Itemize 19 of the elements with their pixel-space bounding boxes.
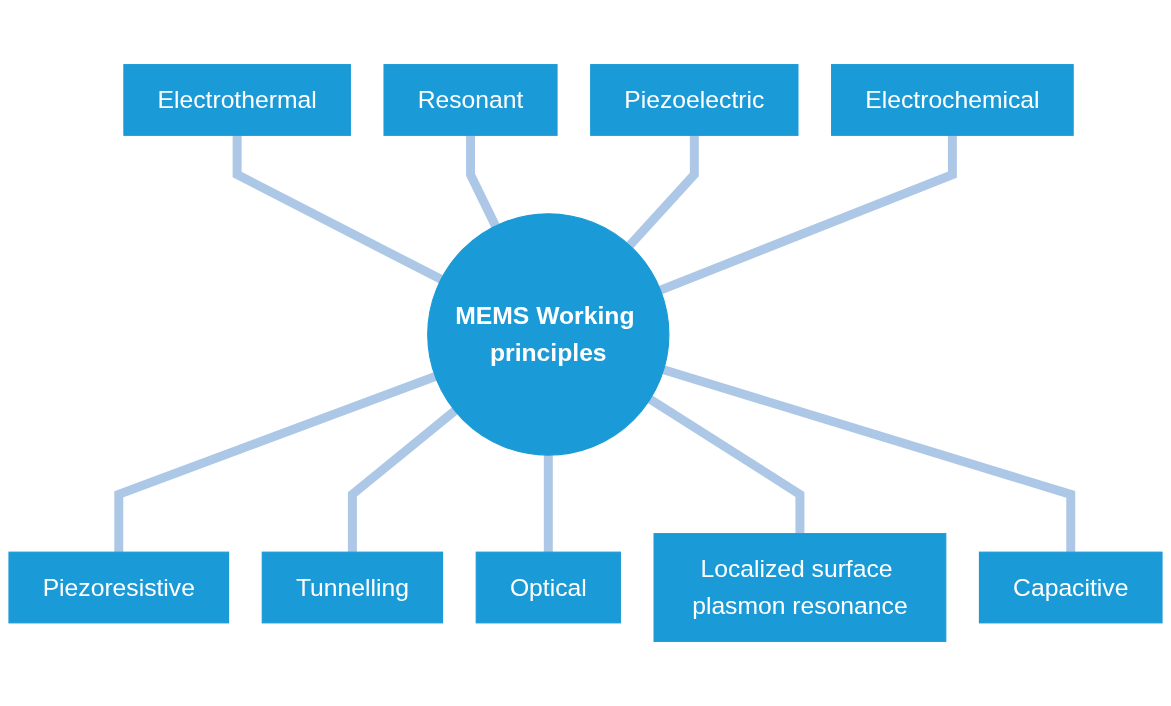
- connector: [647, 395, 805, 534]
- node-box: Piezoelectric: [590, 64, 799, 136]
- connector: [543, 455, 553, 553]
- connector: [347, 407, 458, 553]
- node-box: Electrothermal: [123, 64, 351, 136]
- connector: [626, 135, 699, 249]
- node-box: Resonant: [383, 64, 558, 136]
- node-box: Optical: [475, 551, 621, 624]
- connector: [662, 365, 1076, 553]
- node-box: Piezoresistive: [8, 551, 230, 624]
- node-box: Capacitive: [978, 551, 1163, 624]
- connector: [232, 135, 444, 284]
- node-box: Localized surface plasmon resonance: [653, 533, 947, 642]
- node-box: Electrochemical: [831, 64, 1074, 136]
- connector: [114, 372, 437, 553]
- connector: [466, 135, 500, 228]
- connector: [658, 135, 957, 295]
- node-circle: MEMS Working principles: [427, 213, 670, 456]
- node-box: Tunnelling: [261, 551, 444, 624]
